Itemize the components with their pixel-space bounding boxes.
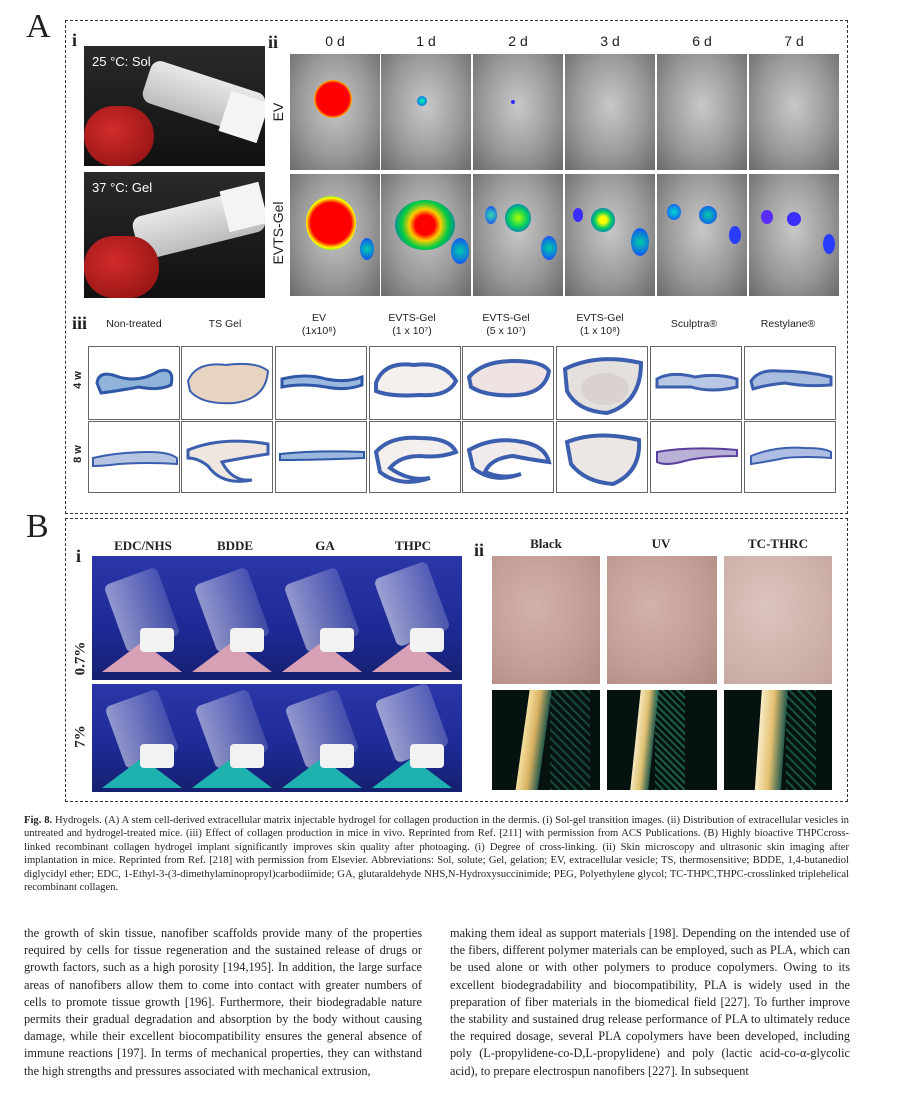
histology-row-label: 4 w bbox=[72, 371, 84, 389]
day-label: 1 d bbox=[416, 33, 436, 49]
crosslinker-label: GA bbox=[315, 538, 335, 553]
ultrasound-image bbox=[724, 690, 832, 790]
vial-gel-label: 37 °C: Gel bbox=[92, 180, 153, 195]
body-column-right: making them ideal as support materials [… bbox=[450, 926, 850, 1078]
ivis-image bbox=[749, 54, 839, 170]
crosslink-vials-photo-7 bbox=[92, 684, 462, 792]
day-label: 6 d bbox=[692, 33, 712, 49]
histology-section bbox=[650, 421, 742, 493]
ivis-image bbox=[565, 174, 655, 296]
panel-a-iii-label: iii bbox=[72, 313, 88, 333]
skin-group-label: UV bbox=[651, 536, 671, 551]
crosslinker-label: EDC/NHS bbox=[114, 538, 172, 553]
histology-section bbox=[181, 346, 273, 420]
histology-section bbox=[650, 346, 742, 420]
histology-header: EVTS-Gel(1 x 10⁸) bbox=[576, 312, 624, 337]
histology-section bbox=[88, 421, 180, 493]
histology-section bbox=[88, 346, 180, 420]
panel-a-frame bbox=[65, 20, 848, 514]
panel-b-ii-label: ii bbox=[474, 540, 485, 560]
row-label-evts-gel: EVTS-Gel bbox=[270, 201, 286, 265]
panel-a-i-label: i bbox=[72, 30, 78, 50]
concentration-label: 0.7% bbox=[72, 641, 89, 676]
ivis-image bbox=[381, 174, 471, 296]
row-label-ev: EV bbox=[270, 102, 286, 122]
ivis-image bbox=[473, 54, 563, 170]
ivis-image bbox=[473, 174, 563, 296]
skin-group-label: TC-THRC bbox=[748, 536, 808, 551]
vial-sol-label: 25 °C: Sol bbox=[92, 54, 151, 69]
histology-row-label: 8 w bbox=[72, 445, 84, 463]
histology-section bbox=[556, 421, 648, 493]
histology-section bbox=[462, 346, 554, 420]
day-label: 3 d bbox=[600, 33, 620, 49]
histology-section bbox=[744, 421, 836, 493]
histology-header: EVTS-Gel(5 x 10⁷) bbox=[482, 312, 530, 337]
ivis-image bbox=[290, 174, 380, 296]
histology-header: TS Gel bbox=[208, 318, 242, 330]
day-label: 0 d bbox=[325, 33, 345, 49]
histology-section bbox=[744, 346, 836, 420]
panel-b-i-label: i bbox=[76, 546, 82, 566]
ivis-image bbox=[290, 54, 380, 170]
figure-caption-text: Hydrogels. (A) A stem cell-derived extra… bbox=[24, 815, 849, 894]
crosslink-vials-photo-0.7 bbox=[92, 556, 462, 680]
ultrasound-image bbox=[492, 690, 600, 790]
histology-header: EVTS-Gel(1 x 10⁷) bbox=[388, 312, 436, 337]
histology-header: Sculptra® bbox=[670, 318, 718, 330]
histology-section bbox=[462, 421, 554, 493]
concentration-label: 7% bbox=[72, 725, 89, 748]
histology-section bbox=[369, 346, 461, 420]
ivis-image bbox=[657, 54, 747, 170]
ivis-image bbox=[749, 174, 839, 296]
histology-header: Non-treated bbox=[106, 318, 162, 330]
ivis-image bbox=[565, 54, 655, 170]
histology-section bbox=[556, 346, 648, 420]
histology-section bbox=[369, 421, 461, 493]
vial-sol-photo: 25 °C: Sol bbox=[84, 46, 265, 166]
figure-caption: Fig. 8. Hydrogels. (A) A stem cell-deriv… bbox=[24, 814, 849, 894]
day-label: 2 d bbox=[508, 33, 528, 49]
crosslinker-label: THPC bbox=[394, 538, 432, 553]
vial-gel-photo: 37 °C: Gel bbox=[84, 172, 265, 298]
crosslinker-label: BDDE bbox=[216, 538, 254, 553]
panel-b-frame bbox=[65, 518, 848, 802]
skin-microscopy-image bbox=[724, 556, 832, 684]
panel-a-letter: A bbox=[26, 8, 51, 45]
figure-caption-label: Fig. 8. bbox=[24, 815, 53, 826]
histology-header: EV(1x10⁸) bbox=[301, 312, 337, 337]
ivis-image bbox=[381, 54, 471, 170]
histology-section bbox=[275, 421, 367, 493]
day-label: 7 d bbox=[784, 33, 804, 49]
skin-microscopy-image bbox=[607, 556, 717, 684]
panel-b-letter: B bbox=[26, 508, 49, 545]
ultrasound-image bbox=[607, 690, 717, 790]
ivis-image bbox=[657, 174, 747, 296]
skin-microscopy-image bbox=[492, 556, 600, 684]
skin-group-label: Black bbox=[530, 536, 562, 551]
body-column-left: the growth of skin tissue, nanofiber sca… bbox=[24, 926, 422, 1078]
panel-a-ii-label: ii bbox=[268, 32, 279, 52]
histology-section bbox=[181, 421, 273, 493]
histology-section bbox=[275, 346, 367, 420]
histology-header: Restylane® bbox=[760, 318, 816, 330]
